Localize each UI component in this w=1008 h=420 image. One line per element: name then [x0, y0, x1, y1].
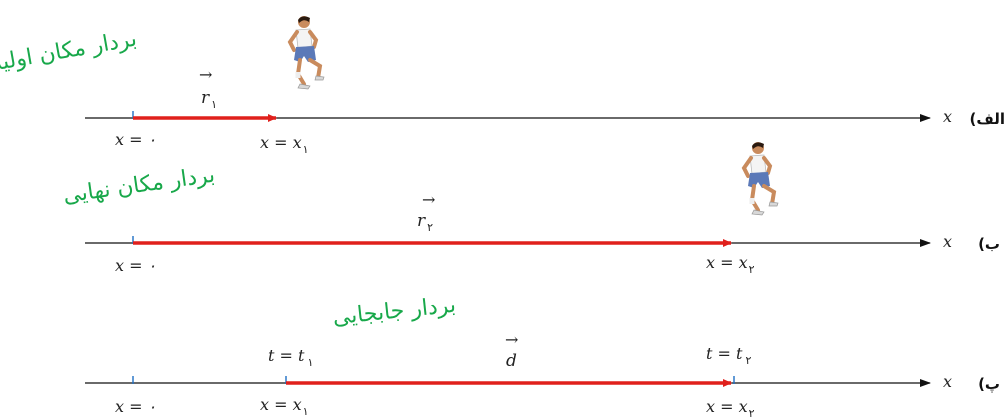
handwritten-note-displacement: بردار جابجایی	[332, 293, 458, 331]
vector-arrow-d: →	[505, 330, 518, 349]
x-axis-label-c: x	[943, 372, 952, 391]
x-axis-label-b: x	[943, 232, 952, 251]
origin-label-c: x = ۰	[115, 397, 156, 416]
origin-label-a: x = ۰	[115, 130, 156, 149]
running-man-icon	[290, 16, 324, 89]
vector-d-label: d	[506, 351, 517, 371]
end-label-b: x = x۲	[706, 253, 755, 276]
end-label-a: x = x۱	[260, 133, 309, 156]
panel-label-b: (ب	[978, 235, 1000, 253]
handwritten-note-initial-position: بردار مکان اولیه	[0, 26, 139, 76]
vector-arrow-r2: →	[422, 190, 435, 209]
running-man-icon	[744, 142, 778, 215]
origin-label-b: x = ۰	[115, 256, 156, 275]
x-axis-label-a: x	[943, 107, 952, 126]
panel-label-a: (الف	[970, 110, 1006, 128]
panel-label-c: (پ	[978, 375, 1000, 393]
end-label-c: x = x۲	[706, 397, 755, 420]
handwritten-note-final-position: بردار مکان نهایی	[62, 163, 217, 209]
vector-arrow-r1: →	[199, 65, 212, 84]
start-label-c: x = x۱	[260, 395, 309, 418]
